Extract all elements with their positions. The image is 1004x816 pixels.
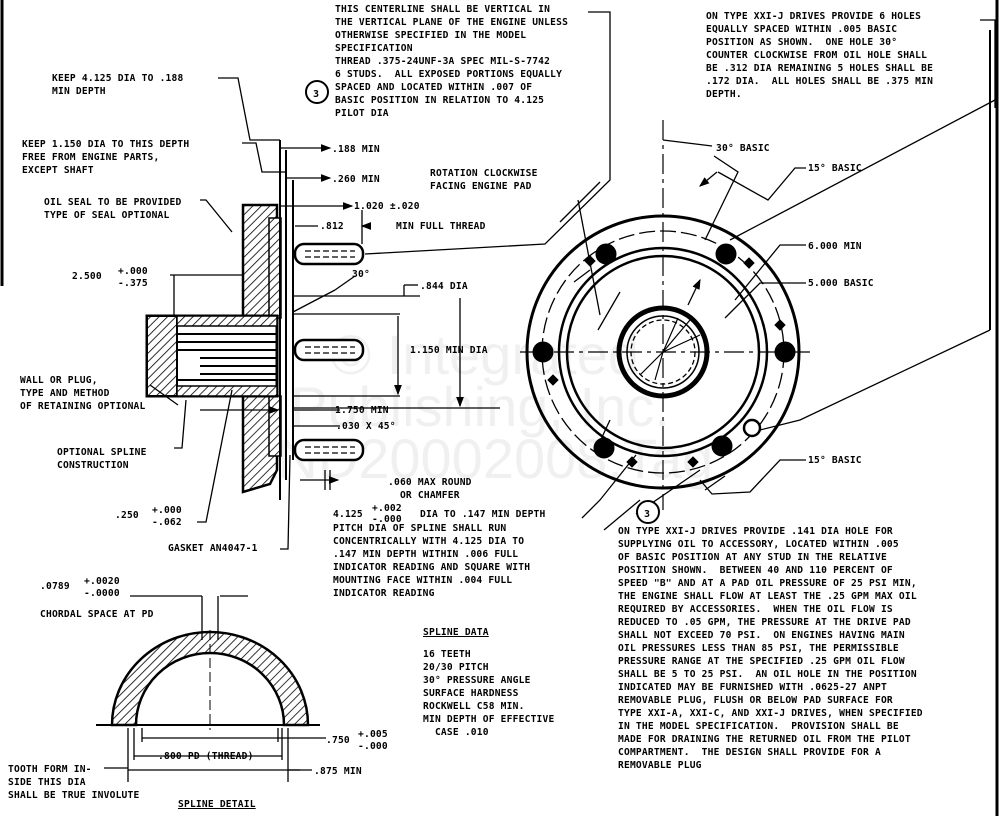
dim-2500: 2.500 bbox=[72, 271, 102, 282]
dim-0789: .0789 bbox=[40, 581, 70, 592]
oil-hole-note: ON TYPE XXI-J DRIVES PROVIDE .141 DIA HO… bbox=[618, 526, 923, 771]
dim-2500-minus: -.375 bbox=[118, 278, 148, 289]
dim-1150-min-dia: 1.150 MIN DIA bbox=[410, 345, 488, 356]
dim-250-minus: -.062 bbox=[152, 517, 182, 528]
dim-060-max-round: .060 MAX ROUND OR CHAMFER bbox=[388, 477, 472, 501]
oil-seal-note: OIL SEAL TO BE PROVIDED TYPE OF SEAL OPT… bbox=[44, 197, 182, 221]
spline-data-line: MIN DEPTH OF EFFECTIVE bbox=[423, 714, 555, 725]
dim-030-chamfer: .030 X 45° bbox=[336, 421, 396, 432]
dim-750: .750 bbox=[326, 735, 350, 746]
type-xxi-j-holes-note: ON TYPE XXI-J DRIVES PROVIDE 6 HOLES EQU… bbox=[706, 11, 934, 100]
dim-1020: 1.020 ±.020 bbox=[354, 201, 420, 212]
spline-detail-view bbox=[96, 595, 326, 782]
spline-data-line: ROCKWELL C58 MIN. bbox=[423, 701, 525, 712]
dim-6000-min: 6.000 MIN bbox=[808, 241, 862, 252]
thread-note: THREAD .375-24UNF-3A SPEC MIL-S-7742 6 S… bbox=[335, 56, 563, 119]
tooth-form-note: TOOTH FORM IN- SIDE THIS DIA SHALL BE TR… bbox=[8, 764, 140, 801]
dim-875-min: .875 MIN bbox=[314, 766, 362, 777]
oil-hole bbox=[742, 418, 762, 438]
rotation-note: ROTATION CLOCKWISE FACING ENGINE PAD bbox=[430, 168, 538, 192]
dim-4125-minus: -.000 bbox=[372, 514, 402, 525]
dim-844-dia: .844 DIA bbox=[420, 281, 468, 292]
keep-1150-note: KEEP 1.150 DIA TO THIS DEPTH FREE FROM E… bbox=[22, 139, 190, 176]
dim-min-full-thread: MIN FULL THREAD bbox=[396, 221, 486, 232]
side-section-view bbox=[145, 11, 611, 550]
dim-2500-plus: +.000 bbox=[118, 266, 148, 277]
spline-data-line: 20/30 PITCH bbox=[423, 662, 489, 673]
spline-data-line: CASE .010 bbox=[423, 727, 489, 738]
dim-1750-min: 1.750 MIN bbox=[335, 405, 389, 416]
callout-3-bottom: 3 bbox=[644, 509, 650, 520]
dim-4125-depth: DIA TO .147 MIN DEPTH bbox=[420, 509, 546, 520]
callout-3-top: 3 bbox=[313, 89, 319, 100]
dim-188-min: .188 MIN bbox=[332, 144, 380, 155]
spline-detail-title: SPLINE DETAIL bbox=[178, 799, 256, 810]
dim-750-plus: +.005 bbox=[358, 729, 388, 740]
keep-4125-note: KEEP 4.125 DIA TO .188 MIN DEPTH bbox=[52, 73, 184, 97]
dim-angle-30: 30° bbox=[352, 269, 370, 280]
optional-spline-note: OPTIONAL SPLINE CONSTRUCTION bbox=[57, 447, 147, 471]
dim-0789-plus: +.0020 bbox=[84, 576, 120, 587]
bolt-holes bbox=[532, 243, 796, 459]
dim-250-plus: +.000 bbox=[152, 505, 182, 516]
note-ref-callouts: 3 3 bbox=[305, 80, 660, 524]
dim-15-basic-bottom: 15° BASIC bbox=[808, 455, 862, 466]
spline-data-line: SURFACE HARDNESS bbox=[423, 688, 519, 699]
spline-data-line: 30° PRESSURE ANGLE bbox=[423, 675, 531, 686]
chordal-space-note: CHORDAL SPACE AT PD bbox=[40, 609, 154, 620]
dim-5000-basic: 5.000 BASIC bbox=[808, 278, 874, 289]
dim-4125-plus: +.002 bbox=[372, 503, 402, 514]
wall-plug-note: WALL OR PLUG, TYPE AND METHOD OF RETAINI… bbox=[20, 375, 146, 412]
dim-260-min: .260 MIN bbox=[332, 174, 380, 185]
dim-800-pd: .800 PD (THREAD) bbox=[158, 751, 254, 762]
dim-812: .812 bbox=[320, 221, 344, 232]
dim-0789-minus: -.0000 bbox=[84, 588, 120, 599]
spline-data-line: 16 TEETH bbox=[423, 649, 471, 660]
front-flange-view bbox=[520, 19, 996, 531]
centerline-note: THIS CENTERLINE SHALL BE VERTICAL IN THE… bbox=[335, 4, 569, 54]
gasket-note: GASKET AN4047-1 bbox=[168, 543, 258, 554]
dim-250: .250 bbox=[115, 510, 139, 521]
dim-15-basic-top: 15° BASIC bbox=[808, 163, 862, 174]
dim-30-basic: 30° BASIC bbox=[716, 143, 770, 154]
pitch-dia-note: PITCH DIA OF SPLINE SHALL RUN CONCENTRIC… bbox=[333, 523, 531, 599]
dim-4125: 4.125 bbox=[333, 509, 363, 520]
dim-750-minus: -.000 bbox=[358, 741, 388, 752]
spline-data-title: SPLINE DATA bbox=[423, 627, 489, 638]
